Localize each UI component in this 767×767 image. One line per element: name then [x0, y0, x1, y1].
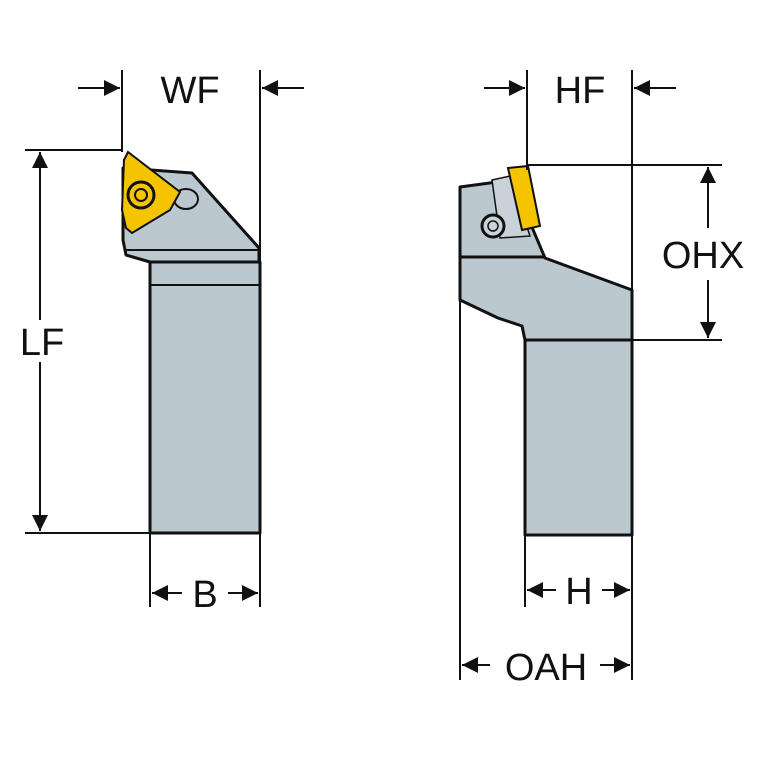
- lf-label: LF: [20, 322, 64, 364]
- oah-label: OAH: [505, 647, 587, 689]
- torx-screw-icon: [126, 180, 156, 210]
- wf-label: WF: [160, 70, 219, 112]
- torx-screw-center: [134, 188, 148, 202]
- right-insert: [506, 164, 542, 232]
- front-view: WF LF B: [20, 70, 304, 616]
- screw-center: [487, 220, 499, 232]
- side-view: HF OHX H OAH: [458, 70, 744, 689]
- h-label: H: [565, 571, 592, 613]
- b-label: B: [192, 574, 217, 616]
- screw-icon: [480, 213, 506, 239]
- left-shank: [148, 260, 262, 535]
- right-shank: [523, 338, 634, 537]
- ohx-label: OHX: [662, 235, 744, 277]
- hf-label: HF: [555, 70, 606, 112]
- right-head: [458, 178, 634, 342]
